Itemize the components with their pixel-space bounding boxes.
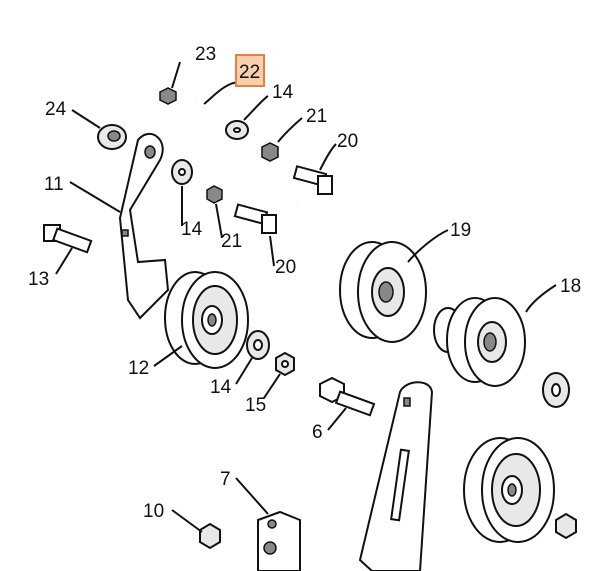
- callout-19[interactable]: 19: [450, 220, 471, 241]
- part-arm-bracket[interactable]: [358, 381, 434, 571]
- callout-20[interactable]: 20: [337, 131, 358, 152]
- part-12-idler-pulley[interactable]: [164, 271, 249, 369]
- callout-14[interactable]: 14: [272, 82, 294, 103]
- callout-12[interactable]: 12: [128, 358, 149, 379]
- part-10-nut[interactable]: [199, 522, 221, 550]
- part-idler-pulley-lower[interactable]: [463, 437, 555, 543]
- leader-lines: [55, 61, 557, 533]
- part-19-pulley[interactable]: [339, 241, 427, 343]
- part-7-bracket[interactable]: [257, 510, 301, 571]
- part-14-washer[interactable]: [171, 159, 193, 185]
- callout-11[interactable]: 11: [44, 174, 64, 195]
- part-13-bolt[interactable]: [43, 224, 93, 254]
- part-18-pulley[interactable]: [433, 297, 526, 387]
- part-23-nut[interactable]: [159, 87, 177, 105]
- part-21-nut[interactable]: [261, 142, 279, 162]
- callout-18[interactable]: 18: [560, 276, 581, 297]
- part-21-nut[interactable]: [206, 185, 223, 204]
- callout-14[interactable]: 14: [181, 219, 203, 240]
- part-22-rod[interactable]: [191, 97, 300, 208]
- callout-10[interactable]: 10: [143, 501, 164, 522]
- callout-20[interactable]: 20: [275, 257, 296, 278]
- callout-15[interactable]: 15: [245, 395, 266, 416]
- callout-7[interactable]: 7: [220, 469, 231, 490]
- callout-23[interactable]: 23: [195, 44, 216, 65]
- part-11-bracket[interactable]: [118, 133, 170, 320]
- part-14-washer[interactable]: [225, 120, 249, 140]
- part-6-bolt[interactable]: [319, 376, 376, 417]
- callout-21[interactable]: 21: [306, 106, 327, 127]
- part-washer[interactable]: [542, 372, 570, 408]
- callout-14[interactable]: 14: [210, 377, 232, 398]
- callout-22[interactable]: 22: [239, 62, 260, 83]
- part-14-washer[interactable]: [246, 330, 270, 360]
- callout-6[interactable]: 6: [312, 422, 323, 443]
- part-nut-lower[interactable]: [555, 512, 577, 540]
- part-15-nut[interactable]: [275, 351, 295, 377]
- callout-13[interactable]: 13: [28, 269, 49, 290]
- part-20-bolt[interactable]: [233, 203, 277, 234]
- part-20-bolt[interactable]: [292, 165, 333, 195]
- callout-21[interactable]: 21: [221, 231, 242, 252]
- callout-24[interactable]: 24: [45, 99, 67, 120]
- highlight-box-22: [235, 54, 265, 87]
- part-24-washer[interactable]: [97, 124, 127, 150]
